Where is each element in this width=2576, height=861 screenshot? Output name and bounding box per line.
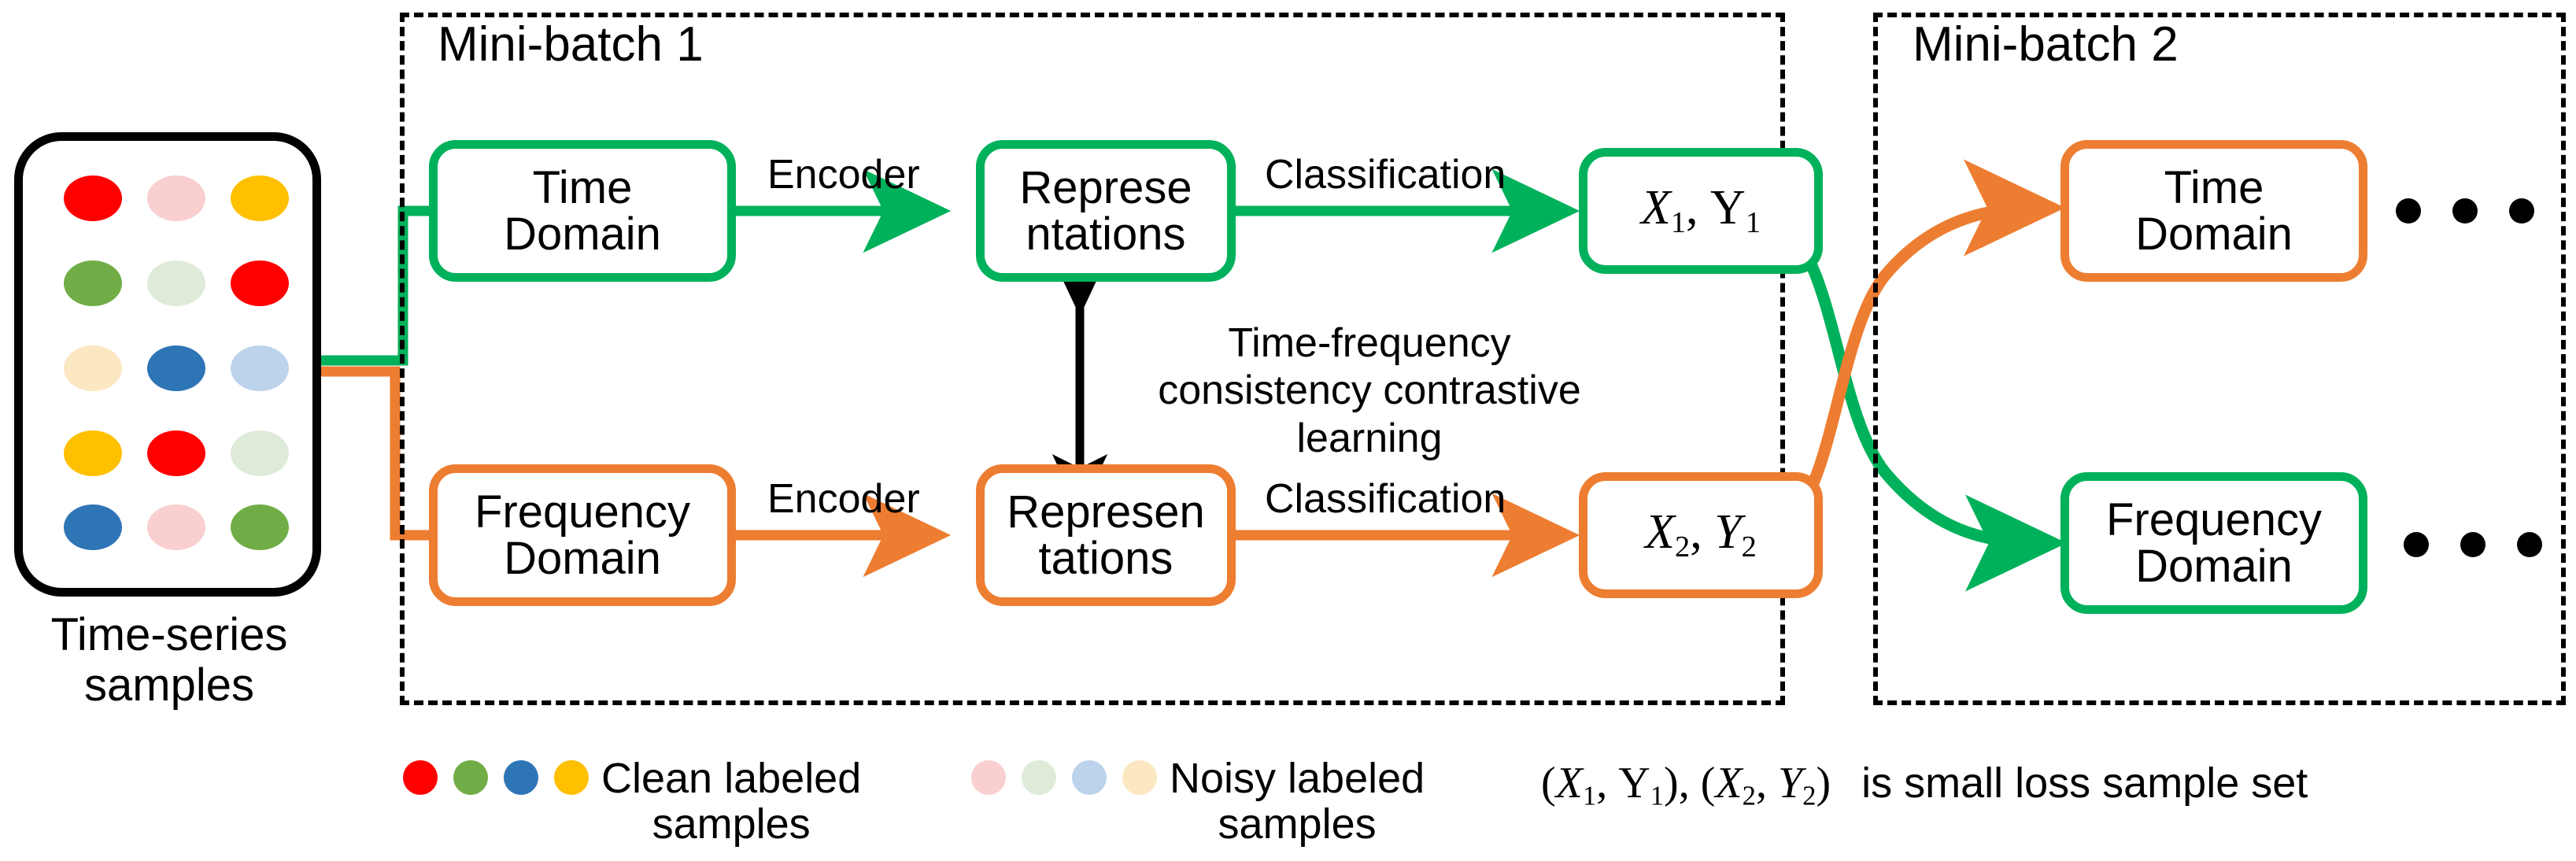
sample-dot bbox=[231, 176, 289, 221]
node-representations-top-line2: ntations bbox=[1026, 209, 1186, 260]
node-time-domain-batch2-line1: Time bbox=[2164, 161, 2264, 213]
node-representations-bottom[interactable]: Represen tations bbox=[976, 464, 1236, 606]
mini-batch-1-container bbox=[400, 13, 1785, 705]
ellipsis-batch2-top bbox=[2396, 198, 2534, 224]
legend-noisy-swatches bbox=[971, 756, 1157, 795]
mini-batch-2-container bbox=[1873, 13, 2566, 705]
x2y2-separator: , bbox=[1690, 505, 1702, 560]
node-output-x2y2[interactable]: X2, Y2 bbox=[1579, 472, 1823, 598]
node-frequency-domain-batch1-text: Frequency Domain bbox=[470, 489, 695, 582]
sample-dot bbox=[147, 504, 205, 550]
legend-clean-line2: samples bbox=[652, 800, 811, 848]
legend-swatch bbox=[504, 760, 538, 795]
mini-batch-2-title: Mini-batch 2 bbox=[1913, 17, 2179, 72]
sample-dot bbox=[231, 346, 289, 391]
y2-symbol: Y bbox=[1714, 505, 1742, 560]
node-representations-top-line1: Represe bbox=[1019, 161, 1192, 213]
ellipsis-dot bbox=[2452, 198, 2478, 224]
label-classification-top: Classification bbox=[1265, 152, 1506, 198]
node-representations-bottom-line1: Represen bbox=[1007, 486, 1205, 538]
center-caption-line3: learning bbox=[1296, 415, 1443, 461]
time-series-samples-caption: Time-series samples bbox=[0, 610, 338, 711]
legend-noisy-text: Noisy labeled samples bbox=[1170, 756, 1425, 848]
sample-dot bbox=[64, 176, 122, 221]
node-time-domain-batch1-text: Time Domain bbox=[499, 164, 666, 257]
sample-dot bbox=[64, 430, 122, 476]
ellipsis-dot bbox=[2517, 532, 2542, 557]
legend-noisy-line2: samples bbox=[1218, 800, 1377, 848]
legend-clean-labeled: Clean labeled samples bbox=[403, 756, 861, 848]
legend-swatch bbox=[1072, 760, 1107, 795]
sample-dot bbox=[64, 504, 122, 550]
node-time-domain-batch1[interactable]: Time Domain bbox=[429, 140, 736, 282]
time-series-caption-line2: samples bbox=[84, 659, 254, 711]
legend-noisy-line1: Noisy labeled bbox=[1170, 755, 1425, 802]
node-time-domain-batch1-line1: Time bbox=[532, 161, 633, 213]
node-frequency-domain-batch2-text: Frequency Domain bbox=[2101, 497, 2327, 589]
time-series-caption-line1: Time-series bbox=[50, 609, 288, 660]
node-output-x1y1-text: X1, Y1 bbox=[1641, 183, 1761, 238]
node-representations-top-text: Represe ntations bbox=[1015, 164, 1196, 257]
node-time-domain-batch1-line2: Domain bbox=[504, 209, 661, 260]
sample-dot bbox=[231, 261, 289, 306]
mini-batch-1-title: Mini-batch 1 bbox=[438, 17, 704, 72]
legend-swatch bbox=[403, 760, 438, 795]
node-representations-bottom-text: Represen tations bbox=[1002, 489, 1209, 582]
ellipsis-dot bbox=[2404, 532, 2429, 557]
sample-dot bbox=[231, 430, 289, 476]
y1-symbol: Y bbox=[1710, 181, 1746, 235]
legend-note-tail: is small loss sample set bbox=[1861, 759, 2308, 807]
ellipsis-batch2-bottom bbox=[2404, 532, 2542, 557]
ellipsis-dot bbox=[2509, 198, 2534, 224]
time-frequency-consistency-caption: Time-frequency consistency contrastive l… bbox=[1110, 320, 1629, 462]
node-time-domain-batch2-line2: Domain bbox=[2135, 209, 2293, 260]
legend-swatch bbox=[971, 760, 1006, 795]
x1-subscript: 1 bbox=[1670, 205, 1687, 239]
center-caption-line2: consistency contrastive bbox=[1158, 368, 1581, 414]
node-frequency-domain-batch1-line1: Frequency bbox=[474, 486, 691, 538]
node-frequency-domain-batch2-line2: Domain bbox=[2135, 541, 2293, 592]
x1y1-separator: , bbox=[1686, 181, 1698, 235]
label-classification-bottom: Classification bbox=[1265, 476, 1506, 522]
node-output-x1y1[interactable]: X1, Y1 bbox=[1579, 148, 1823, 274]
ellipsis-dot bbox=[2396, 198, 2421, 224]
y2-subscript: 2 bbox=[1741, 530, 1757, 564]
node-frequency-domain-batch2-line1: Frequency bbox=[2105, 493, 2323, 545]
x2-symbol: X bbox=[1645, 505, 1675, 560]
x2-subscript: 2 bbox=[1674, 530, 1691, 564]
legend-noisy-labeled: Noisy labeled samples bbox=[971, 756, 1425, 848]
legend-note-math: (X1, Y1), (X2, Y2) bbox=[1541, 759, 1831, 811]
node-time-domain-batch2[interactable]: Time Domain bbox=[2060, 140, 2367, 282]
sample-dot bbox=[147, 430, 205, 476]
sample-dot bbox=[147, 346, 205, 391]
legend-swatch bbox=[453, 760, 488, 795]
node-representations-top[interactable]: Represe ntations bbox=[976, 140, 1236, 282]
center-caption-line1: Time-frequency bbox=[1228, 320, 1511, 366]
x1-symbol: X bbox=[1640, 181, 1671, 235]
label-encoder-bottom: Encoder bbox=[767, 476, 920, 522]
node-representations-bottom-line2: tations bbox=[1038, 533, 1173, 584]
sample-dot bbox=[64, 346, 122, 391]
legend-small-loss-note: (X1, Y1), (X2, Y2) is small loss sample … bbox=[1541, 758, 2308, 812]
legend-clean-swatches bbox=[403, 756, 589, 795]
sample-dot bbox=[231, 504, 289, 550]
time-series-samples-box bbox=[14, 132, 321, 597]
legend-clean-line1: Clean labeled bbox=[601, 755, 862, 802]
node-frequency-domain-batch2[interactable]: Frequency Domain bbox=[2060, 472, 2367, 614]
legend-swatch bbox=[1022, 760, 1056, 795]
node-output-x2y2-text: X2, Y2 bbox=[1645, 505, 1757, 564]
node-frequency-domain-batch1[interactable]: Frequency Domain bbox=[429, 464, 736, 606]
sample-dot bbox=[64, 261, 122, 306]
legend-swatch bbox=[1122, 760, 1157, 795]
sample-dot bbox=[147, 261, 205, 306]
legend-swatch bbox=[554, 760, 589, 795]
legend-clean-text: Clean labeled samples bbox=[601, 756, 861, 848]
node-time-domain-batch2-text: Time Domain bbox=[2131, 164, 2297, 257]
y1-subscript: 1 bbox=[1745, 205, 1761, 239]
ellipsis-dot bbox=[2460, 532, 2485, 557]
sample-dot bbox=[147, 176, 205, 221]
node-frequency-domain-batch1-line2: Domain bbox=[504, 533, 661, 584]
label-encoder-top: Encoder bbox=[767, 152, 920, 198]
